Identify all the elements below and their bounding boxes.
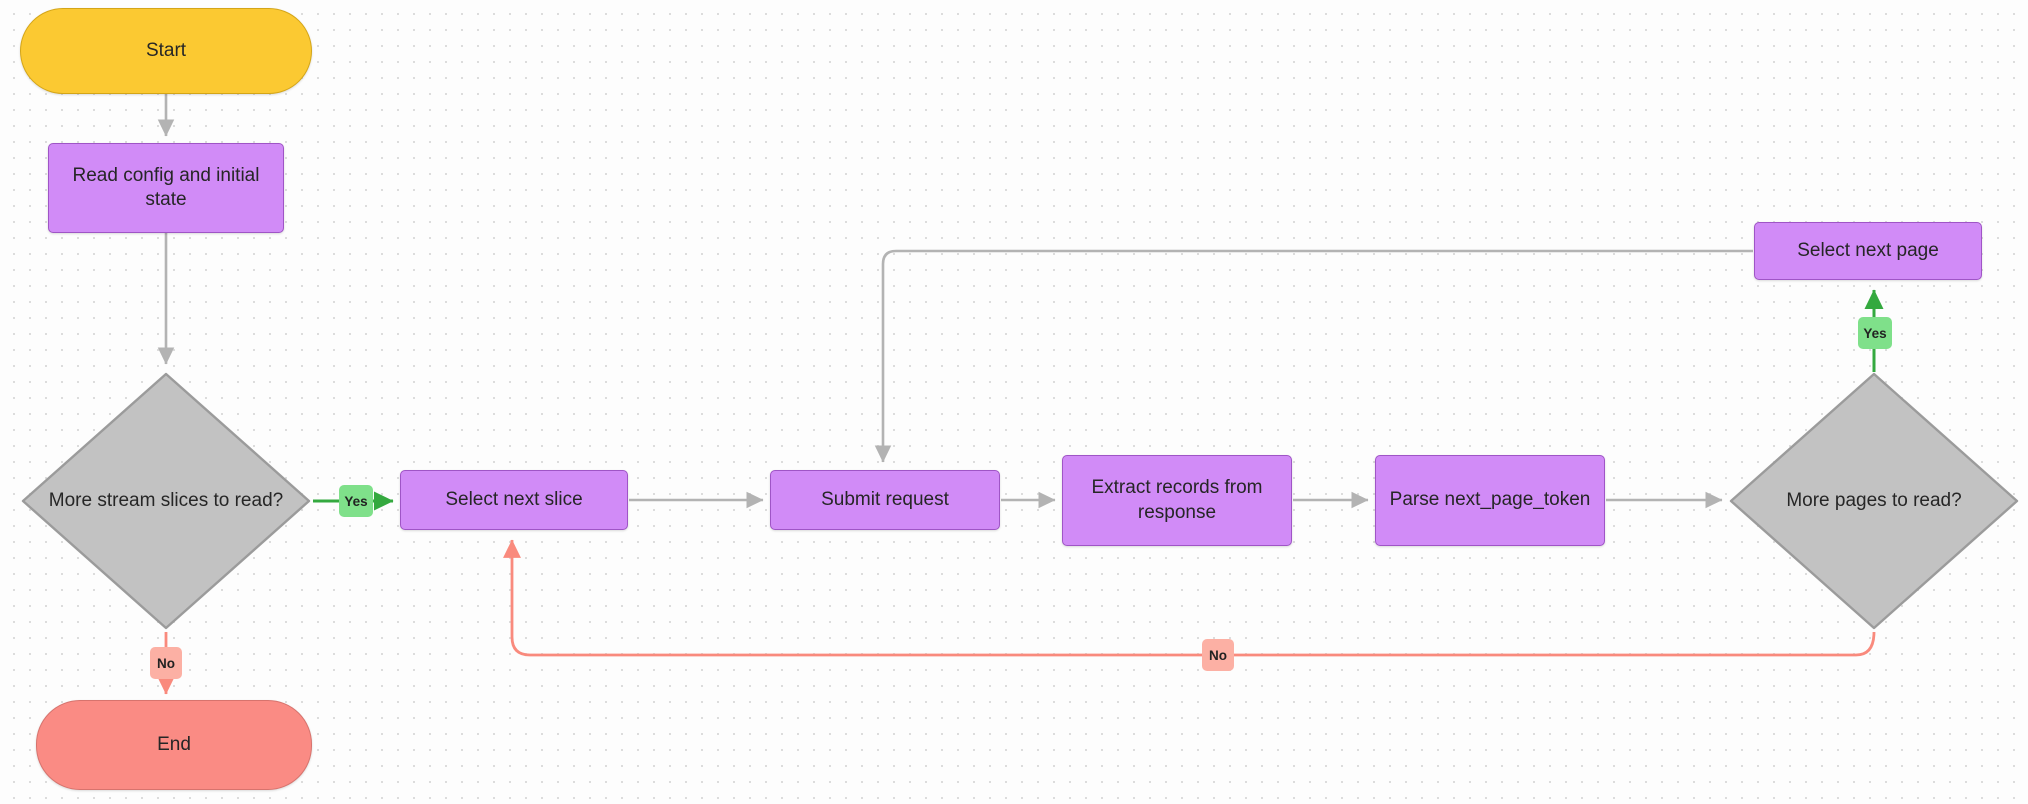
- node-select-next-page[interactable]: Select next page: [1754, 222, 1982, 280]
- edge-select-page-to-submit: [874, 249, 1753, 463]
- node-end[interactable]: End: [36, 700, 312, 790]
- edge-label-slices-no-text: No: [157, 655, 175, 671]
- edge-label-slices-no: No: [150, 647, 182, 679]
- node-start-label: Start: [145, 39, 187, 61]
- edge-label-pages-no: No: [1202, 639, 1234, 671]
- decision-diamond-shape: [1729, 372, 2019, 630]
- node-extract-records[interactable]: Extract records from response: [1062, 455, 1292, 546]
- node-read-config-label: Read config and initial state: [72, 164, 260, 210]
- edge-label-pages-no-text: No: [1209, 647, 1227, 663]
- node-extract-records-label: Extract records from response: [1091, 477, 1263, 523]
- edge-label-pages-yes: Yes: [1858, 317, 1892, 349]
- node-submit-request-label: Submit request: [821, 488, 949, 510]
- node-read-config[interactable]: Read config and initial state: [48, 143, 284, 233]
- node-select-next-slice-label: Select next slice: [445, 488, 583, 510]
- node-more-pages-to-read[interactable]: More pages to read?: [1728, 371, 2020, 631]
- edge-label-slices-yes-text: Yes: [344, 493, 368, 509]
- node-select-next-slice[interactable]: Select next slice: [400, 470, 628, 530]
- node-select-next-page-label: Select next page: [1797, 239, 1939, 261]
- edge-more-pages-no-to-select-slice: [503, 539, 1876, 657]
- edge-label-pages-yes-text: Yes: [1863, 325, 1887, 341]
- node-end-label: End: [157, 733, 191, 755]
- node-more-stream-slices[interactable]: More stream slices to read?: [20, 371, 312, 631]
- node-parse-next-page-token-label: Parse next_page_token: [1389, 489, 1591, 511]
- node-parse-next-page-token[interactable]: Parse next_page_token: [1375, 455, 1605, 546]
- node-submit-request[interactable]: Submit request: [770, 470, 1000, 530]
- node-start[interactable]: Start: [20, 8, 312, 94]
- decision-diamond-shape: [21, 372, 311, 630]
- edge-label-slices-yes: Yes: [339, 485, 373, 517]
